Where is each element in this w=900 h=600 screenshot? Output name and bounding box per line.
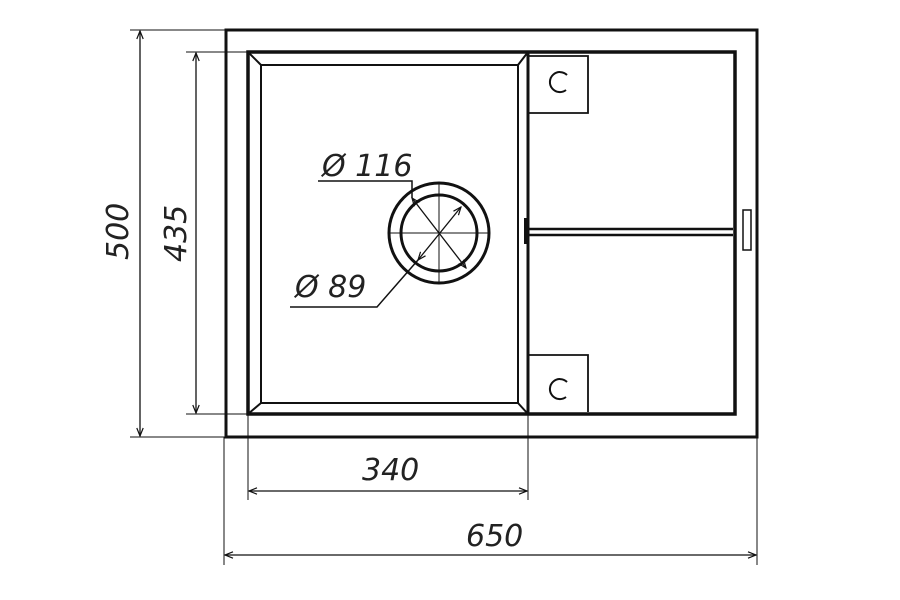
dimension-650: 650 <box>223 437 758 565</box>
svg-text:650: 650 <box>466 519 523 554</box>
sink-outer-outline <box>224 28 759 439</box>
dimension-340: 340 <box>247 414 529 500</box>
svg-text:500: 500 <box>101 203 136 260</box>
dimension-435: 435 <box>159 51 248 415</box>
drainboard <box>524 209 752 251</box>
svg-text:435: 435 <box>159 205 194 262</box>
dimension-500: 500 <box>101 29 226 438</box>
svg-text:340: 340 <box>362 453 419 488</box>
tap-hole-top <box>529 55 589 114</box>
drain-inner-label: Ø 89 <box>293 270 366 305</box>
tap-hole-bottom <box>529 354 589 412</box>
overflow-slot <box>742 209 752 251</box>
sink-inner-frame <box>246 50 737 416</box>
drain <box>290 180 491 308</box>
drain-outer-label: Ø 116 <box>320 149 412 184</box>
